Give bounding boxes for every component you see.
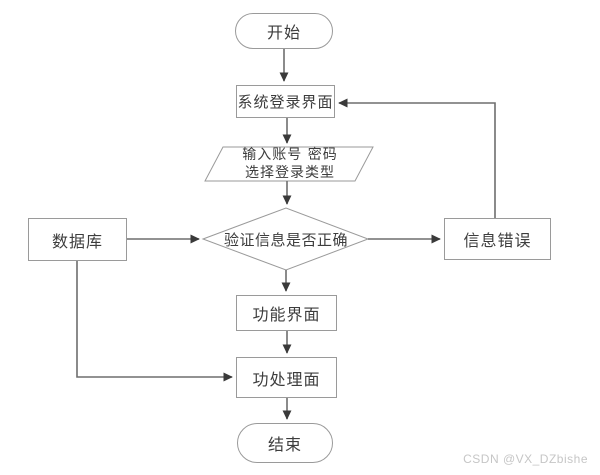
node-login: 系统登录界面: [236, 85, 335, 118]
node-process: 功处理面: [236, 357, 337, 398]
node-error-label: 信息错误: [463, 231, 532, 250]
input-parallelogram-shape: [204, 146, 374, 182]
node-end-label: 结束: [267, 435, 302, 454]
node-start: 开始: [235, 13, 333, 49]
node-input-line1: 输入账号 密码: [242, 147, 338, 163]
node-start-label: 开始: [266, 23, 301, 42]
node-verify-label: 验证信息是否正确: [206, 229, 366, 250]
node-input-line2: 选择登录类型: [245, 165, 335, 181]
node-end: 结束: [237, 423, 333, 463]
watermark: CSDN @VX_DZbishe: [463, 452, 588, 466]
node-verify-text: 验证信息是否正确: [223, 231, 348, 249]
node-function-label: 功能界面: [252, 305, 321, 324]
edge-database-process: [76, 261, 233, 382]
node-process-label: 功处理面: [252, 369, 321, 389]
node-login-label: 系统登录界面: [237, 93, 334, 111]
node-database-label: 数据库: [51, 231, 103, 251]
node-input-label: 输入账号 密码 选择登录类型: [215, 146, 365, 182]
edge-error-login: [338, 98, 496, 218]
node-database: 数据库: [28, 218, 127, 261]
node-error: 信息错误: [444, 218, 551, 260]
node-function: 功能界面: [236, 295, 337, 331]
